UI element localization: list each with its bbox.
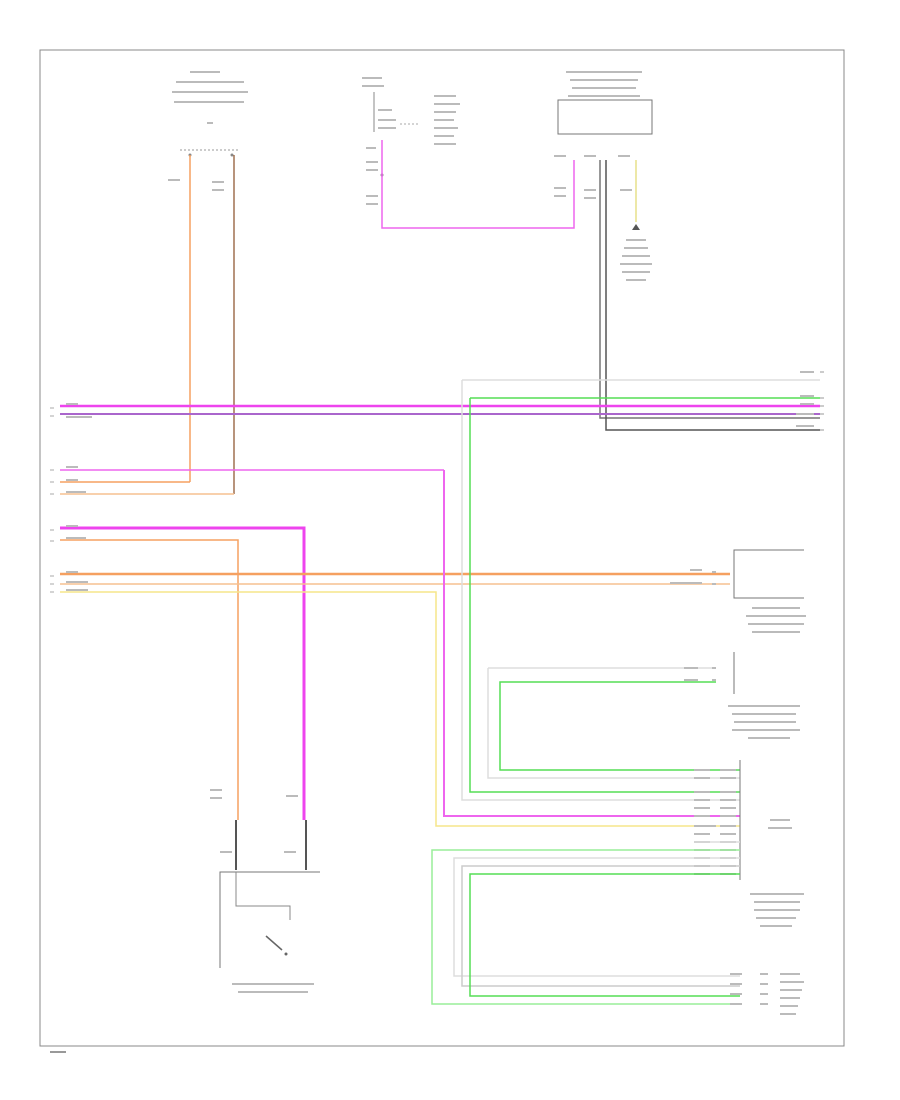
module-b: [487, 652, 800, 779]
wire-dkgray-top-right-2: [605, 160, 820, 431]
module-b-white-loop: [487, 668, 740, 779]
wire-ltgreen-lower-1: [431, 849, 740, 1005]
switch-housing: [219, 871, 320, 968]
module-a-box: [733, 549, 804, 599]
top-center-component: [362, 77, 460, 205]
right-pin-stubs-top: [796, 371, 824, 431]
top-right-module: [554, 71, 653, 281]
wire-white-lower-3: [461, 865, 740, 987]
wire-green-to-module: [469, 398, 740, 793]
wire-orange-bus-7: [60, 539, 239, 820]
module-b-green-wire: [499, 681, 740, 771]
left-wire-labels: [66, 403, 92, 591]
bottom-switch: [210, 789, 320, 993]
wire-white-lower-2: [453, 857, 740, 977]
wire-white-to-module: [461, 380, 740, 801]
top-left-component: [168, 71, 248, 191]
wire-pink-to-module: [443, 470, 740, 817]
wire-green-lower-4: [469, 873, 740, 997]
module-c: [694, 760, 804, 927]
wire-pink-bus-6: [60, 526, 306, 820]
top-right-module-box: [557, 99, 653, 135]
module-a: [670, 549, 806, 633]
diagram-border: [39, 49, 845, 1047]
bottom-right-connector: [730, 973, 804, 1015]
wire-pink-top-center: [381, 140, 575, 229]
wire-yellow-bus-10: [60, 591, 740, 827]
wire-gray-top-right-1: [599, 160, 820, 419]
left-pin-labels: [50, 407, 54, 593]
